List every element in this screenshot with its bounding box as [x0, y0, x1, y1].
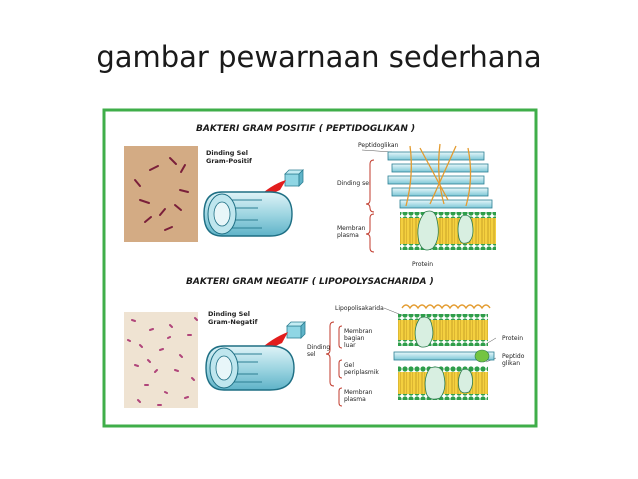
gram-negative-heading: BAKTERI GRAM NEGATIF ( LIPOPOLYSACHARIDA… — [186, 277, 434, 287]
label-membran-plasma-1: Membran — [344, 389, 373, 396]
positive-membrane — [400, 210, 496, 251]
gram-positive-cube — [284, 169, 304, 187]
gram-positive-micrograph — [124, 146, 198, 242]
label-membran-luar-3: luar — [344, 342, 356, 349]
label-peptidoglikan: Peptidoglikan — [358, 142, 399, 149]
gram-negative-cell — [205, 345, 295, 391]
label-dinding-1: Dinding — [307, 344, 330, 351]
label-gel-2: periplasmik — [344, 369, 379, 376]
label-gel-1: Gel — [344, 362, 354, 369]
slide-title: gambar pewarnaan sederhana — [96, 40, 542, 74]
gram-positive-cell — [203, 191, 293, 237]
label-protein-positive: Protein — [412, 261, 433, 268]
gram-positive-heading: BAKTERI GRAM POSITIF ( PEPTIDOGLIKAN ) — [196, 124, 415, 134]
label-membran-1: Membran — [337, 225, 366, 232]
peptidoglycan-layers — [387, 143, 493, 209]
gram-positive-cell-label-2: Gram-Positif — [206, 157, 252, 165]
label-peptido-1: Peptido — [502, 353, 525, 360]
label-membran-luar-1: Membran — [344, 328, 373, 335]
label-dinding-sel: Dinding sel — [337, 180, 371, 187]
gram-negative-cell-label-1: Dinding Sel — [208, 310, 250, 318]
label-dinding-2: sel — [307, 351, 316, 358]
gram-negative-cell-label-2: Gram-Negatif — [208, 318, 258, 326]
gram-positive-cell-label-1: Dinding Sel — [206, 149, 248, 157]
gram-negative-cube — [286, 321, 306, 339]
negative-envelope — [393, 304, 495, 400]
label-membran-2: plasma — [337, 232, 359, 239]
label-membran-luar-2: bagian — [344, 335, 365, 342]
label-lipopolisakarida: Lipopolisakarida — [335, 305, 384, 312]
label-protein-negative: Protein — [502, 335, 523, 342]
label-membran-plasma-2: plasma — [344, 396, 366, 403]
gram-negative-micrograph — [124, 312, 198, 408]
label-peptido-2: glikan — [502, 360, 520, 367]
